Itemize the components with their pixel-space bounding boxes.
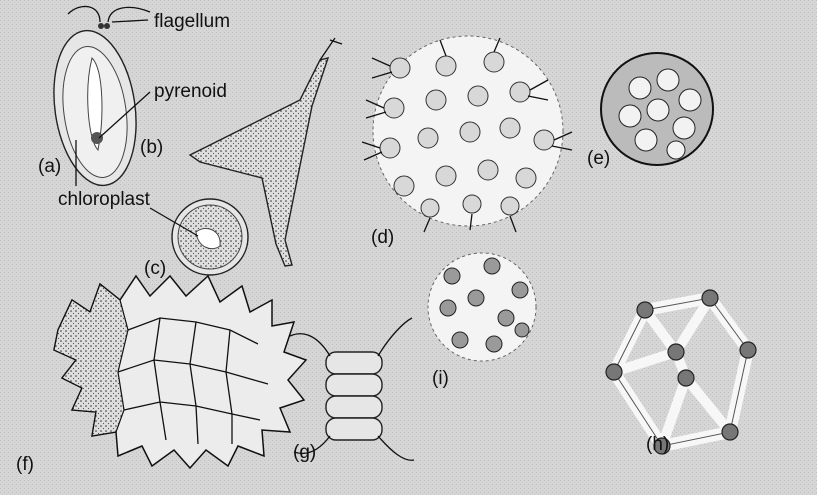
label-chloroplast: chloroplast xyxy=(58,189,151,210)
label-pyrenoid: pyrenoid xyxy=(154,81,227,102)
pyrenoid-icon xyxy=(91,132,103,144)
label-a: (a) xyxy=(38,156,61,177)
label-c: (c) xyxy=(144,258,166,279)
organism-c-cell xyxy=(172,199,248,275)
organism-e-colony xyxy=(601,53,713,165)
label-e: (e) xyxy=(587,148,610,169)
label-h: (h) xyxy=(646,434,669,455)
label-flagellum: flagellum xyxy=(154,11,230,32)
label-g: (g) xyxy=(293,442,316,463)
organism-i-colony xyxy=(428,253,536,361)
label-f: (f) xyxy=(16,454,34,475)
label-d: (d) xyxy=(371,227,394,248)
label-i: (i) xyxy=(432,368,449,389)
label-b: (b) xyxy=(140,137,163,158)
